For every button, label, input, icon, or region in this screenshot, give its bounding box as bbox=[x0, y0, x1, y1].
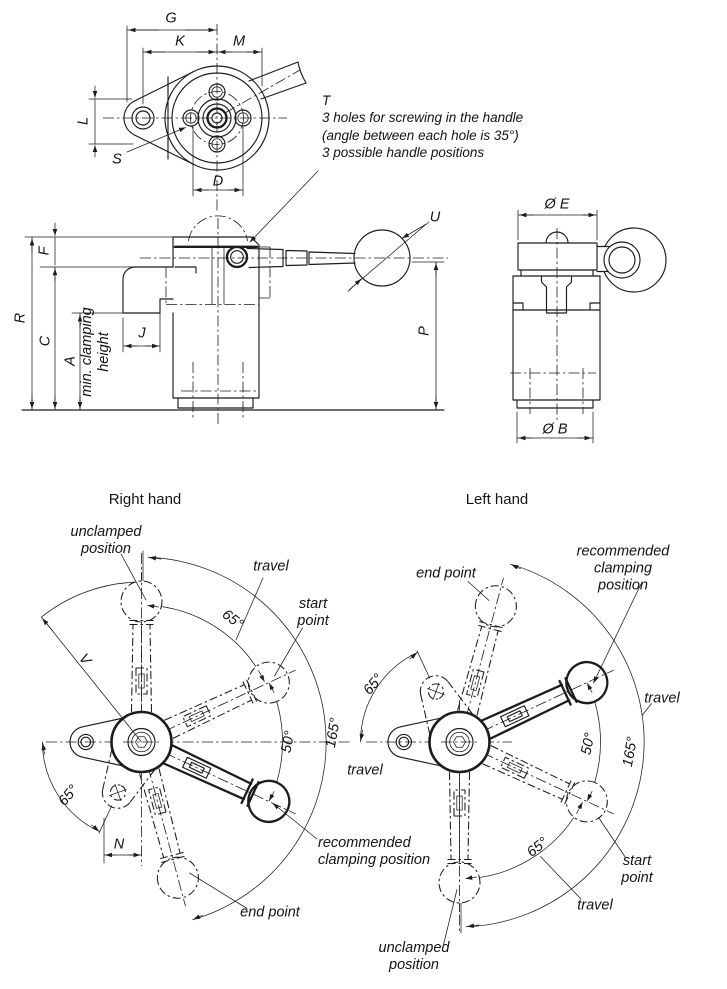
front-view-drawing bbox=[21, 215, 448, 424]
side-view-drawing bbox=[510, 209, 667, 444]
right-hand-diagram bbox=[41, 551, 352, 920]
left-hand-diagram bbox=[361, 564, 652, 945]
top-view-drawing bbox=[88, 24, 319, 243]
